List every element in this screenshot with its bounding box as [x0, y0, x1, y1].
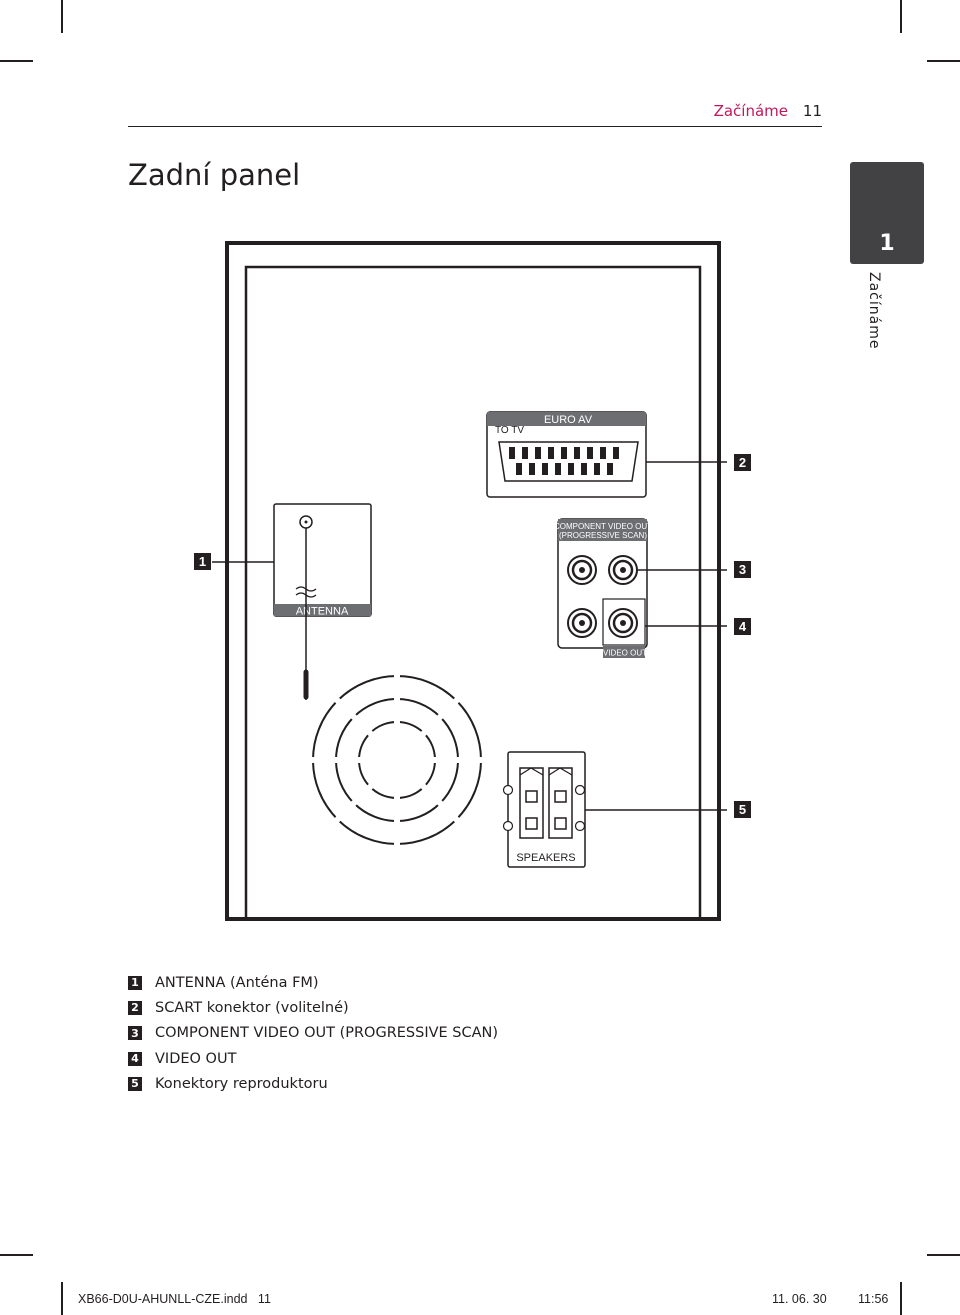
legend-item: 2 SCART konektor (volitelné): [128, 995, 498, 1020]
callout-5: 5: [734, 801, 751, 818]
rca-jack: [567, 608, 597, 638]
rca-jack: [608, 555, 638, 585]
fan-slots: [307, 670, 487, 850]
crop-mark: [0, 1254, 33, 1256]
legend-text: Konektory reproduktoru: [155, 1075, 328, 1092]
speakers-label: SPEAKERS: [516, 852, 575, 864]
callout-4: 4: [734, 618, 751, 635]
legend-text: ANTENNA (Anténa FM): [155, 974, 319, 991]
callout-2: 2: [734, 454, 751, 471]
crop-mark: [0, 60, 33, 62]
svg-text:3: 3: [739, 562, 746, 577]
legend-list: 1 ANTENNA (Anténa FM) 2 SCART konektor (…: [128, 970, 498, 1096]
antenna-module: ANTENNA: [273, 503, 372, 700]
chapter-tab: 1: [850, 162, 924, 264]
legend-item: 3 COMPONENT VIDEO OUT (PROGRESSIVE SCAN): [128, 1021, 498, 1046]
rear-panel-diagram: EURO AV TO TV ANTENNA COMPONENT VIDEO OU…: [194, 241, 751, 921]
crop-mark: [927, 1254, 960, 1256]
component-label-line2: (PROGRESSIVE SCAN): [559, 531, 647, 540]
legend-number: 5: [128, 1076, 142, 1091]
footer-filename: XB66-D0U-AHUNLL-CZE.indd 11: [78, 1292, 271, 1306]
crop-mark: [927, 60, 960, 62]
video-out-label: VIDEO OUT: [603, 649, 647, 658]
svg-text:1: 1: [199, 554, 206, 569]
svg-text:5: 5: [739, 802, 746, 817]
page-title: Zadní panel: [128, 158, 301, 192]
callout-3: 3: [734, 561, 751, 578]
svg-text:2: 2: [739, 455, 746, 470]
component-label-line1: COMPONENT VIDEO OUT: [554, 522, 652, 531]
legend-item: 1 ANTENNA (Anténa FM): [128, 970, 498, 995]
footer-time: 11:56: [858, 1292, 889, 1306]
legend-number: 2: [128, 1000, 142, 1015]
scart-to-tv-label: TO TV: [495, 425, 524, 436]
scart-connector: EURO AV TO TV: [486, 411, 647, 498]
header-section: Začínáme: [713, 102, 788, 120]
svg-text:4: 4: [739, 619, 747, 634]
legend-text: SCART konektor (volitelné): [155, 999, 349, 1016]
legend-item: 4 VIDEO OUT: [128, 1046, 498, 1071]
legend-text: COMPONENT VIDEO OUT (PROGRESSIVE SCAN): [155, 1025, 499, 1042]
speaker-terminals: SPEAKERS: [502, 751, 586, 868]
callout-1: 1: [194, 553, 211, 570]
crop-mark: [900, 1282, 902, 1315]
legend-number: 3: [128, 1026, 142, 1041]
legend-text: VIDEO OUT: [155, 1050, 237, 1067]
rca-jack: [567, 555, 597, 585]
scart-label: EURO AV: [544, 414, 593, 426]
legend-item: 5 Konektory reproduktoru: [128, 1071, 498, 1096]
video-out-jack: [608, 608, 638, 638]
page-number: 11: [802, 102, 822, 120]
running-header: Začínáme 11: [128, 100, 822, 127]
legend-number: 1: [128, 975, 142, 990]
chapter-label: Začínáme: [866, 272, 882, 350]
crop-mark: [61, 1282, 63, 1315]
legend-number: 4: [128, 1051, 142, 1066]
crop-mark: [61, 0, 63, 33]
component-video-block: COMPONENT VIDEO OUT (PROGRESSIVE SCAN) V…: [554, 518, 652, 658]
panel-inner-outline: [244, 265, 702, 921]
crop-mark: [900, 0, 902, 33]
footer-date: 11. 06. 30: [772, 1292, 827, 1306]
antenna-label: ANTENNA: [296, 606, 349, 618]
chapter-number: 1: [879, 231, 895, 256]
